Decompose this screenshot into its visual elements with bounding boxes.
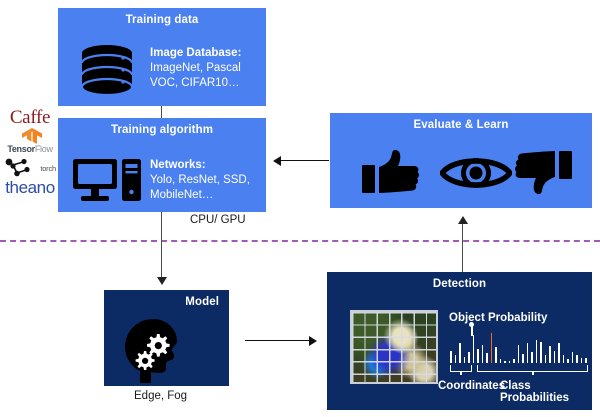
tensorflow-wordmark: TensorFlow [2, 144, 58, 154]
bar [453, 354, 458, 364]
caffe-logo: Caffe [9, 107, 51, 128]
bar [480, 344, 485, 364]
bar [449, 349, 453, 364]
object-probability-marker [468, 322, 476, 336]
bar [575, 354, 579, 364]
bar [552, 349, 557, 364]
bar [507, 360, 512, 364]
bird-photo-with-grid [350, 310, 438, 384]
bar [530, 350, 534, 364]
bar [471, 333, 476, 364]
framework-logos: Caffe TensorFlow [2, 108, 58, 197]
training-algorithm-text: Networks: Yolo, ResNet, SSD, MobileNet… [150, 158, 265, 203]
evaluate-and-learn-box[interactable]: Evaluate & Learn [330, 113, 592, 208]
model-box[interactable]: Model [104, 290, 229, 386]
training-algorithm-box[interactable]: Training algorithm Networks: Yolo, ResNe… [58, 118, 266, 212]
bar [467, 351, 471, 364]
bar [525, 341, 530, 364]
bar [462, 356, 467, 364]
detection-title: Detection [432, 278, 487, 290]
bar [584, 356, 588, 364]
tensorflow-mark-icon [22, 128, 42, 144]
torch-logo: torch [2, 157, 58, 179]
class-probabilities-brace-tick [532, 371, 534, 375]
connector-detection-to-evaluate-line [462, 224, 463, 272]
connector-evaluate-to-algorithm-arrowhead [273, 155, 281, 166]
training-algorithm-line2: MobileNet… [150, 189, 214, 201]
database-icon [78, 44, 136, 97]
connector-algorithm-to-model-line [161, 212, 162, 278]
bar [570, 351, 575, 364]
bar [458, 342, 462, 364]
bar [498, 357, 503, 364]
bar [521, 352, 525, 364]
training-data-box[interactable]: Training data Image Database: ImageNet, … [58, 8, 266, 106]
coordinates-label: Coordinates [438, 380, 506, 392]
tensorflow-tensor-text: Tensor [7, 144, 35, 154]
class-probabilities-label: Class Probabilities [500, 380, 570, 404]
bar [503, 360, 507, 364]
connector-model-to-detection-line [245, 340, 311, 341]
bar [476, 348, 480, 364]
bar [494, 346, 498, 364]
detection-box[interactable]: Detection Object Probability Coordinates… [327, 272, 592, 410]
eye-icon [438, 155, 514, 196]
connector-algorithm-to-model-arrowhead [156, 277, 167, 285]
tensorflow-logo: TensorFlow [2, 127, 58, 157]
torch-wordmark: torch [40, 164, 56, 173]
model-title: Model [185, 296, 219, 308]
coordinates-brace-tick [460, 371, 462, 375]
training-data-title: Training data [125, 14, 199, 26]
training-algorithm-title: Training algorithm [110, 124, 214, 136]
detection-grid-overlay [352, 312, 436, 382]
bar [512, 357, 516, 364]
bar [489, 332, 494, 364]
bar [579, 356, 584, 364]
thumbs-down-icon [512, 149, 572, 200]
object-probability-label: Object Probability [449, 312, 548, 324]
bar [534, 339, 539, 364]
head-with-gears-icon [120, 314, 186, 389]
bar [539, 340, 543, 364]
connector-evaluate-to-algorithm-line [281, 160, 329, 161]
training-data-line1: ImageNet, Pascal [150, 62, 241, 74]
training-data-text: Image Database: ImageNet, Pascal VOC, CI… [150, 46, 265, 91]
bar [566, 358, 570, 364]
bar [543, 354, 548, 364]
thumbs-up-icon [362, 149, 422, 200]
torch-mark-icon [5, 158, 30, 177]
training-algorithm-line1: Yolo, ResNet, SSD, [150, 174, 250, 186]
cpu-gpu-label: CPU/ GPU [190, 214, 246, 226]
connector-detection-to-evaluate-arrowhead [458, 216, 468, 224]
detection-bar-chart [449, 332, 589, 364]
evaluate-and-learn-title: Evaluate & Learn [413, 119, 509, 131]
bar [516, 344, 521, 364]
bar [561, 353, 566, 364]
bar [557, 342, 561, 364]
training-data-heading: Image Database: [150, 47, 242, 59]
training-algorithm-heading: Networks: [150, 159, 206, 171]
tensorflow-flow-text: Flow [34, 144, 53, 154]
cloud-edge-divider [0, 240, 600, 242]
edge-fog-label: Edge, Fog [134, 390, 188, 402]
training-data-line2: VOC, CIFAR10… [150, 77, 240, 89]
connector-model-to-detection-arrowhead [309, 335, 317, 346]
connector-training-data-to-algorithm [161, 106, 162, 118]
desktop-computer-icon [72, 158, 142, 204]
theano-logo: theano [5, 178, 55, 197]
bar [485, 351, 489, 364]
bar [548, 345, 552, 364]
